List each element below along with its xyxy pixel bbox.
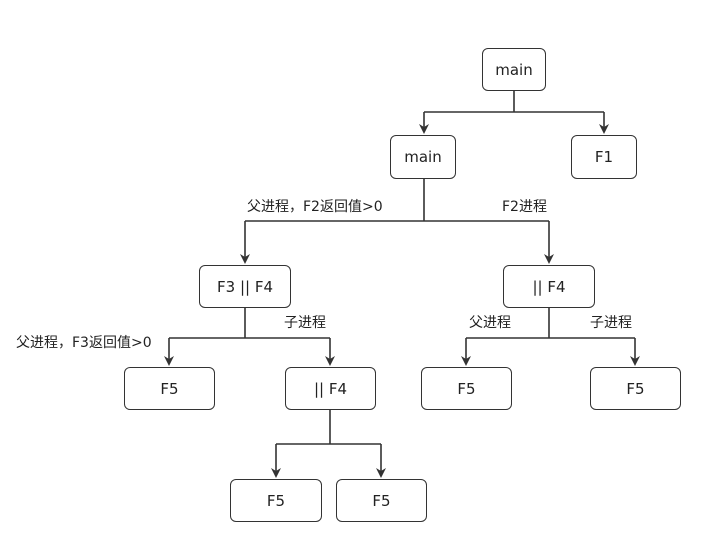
label-parent-f2: 父进程，F2返回值>0: [247, 199, 383, 215]
node-or-f4-right: || F4: [503, 265, 595, 308]
label-child-right: 子进程: [590, 315, 632, 331]
node-f1: F1: [571, 135, 637, 179]
label-child-f3f4: 子进程: [284, 315, 326, 331]
label-parent-right: 父进程: [469, 315, 511, 331]
edge-f4-mid-split: [276, 410, 381, 445]
node-or-f4-mid: || F4: [285, 367, 376, 410]
edge-main-split: [245, 179, 549, 222]
label-f2-process: F2进程: [502, 199, 547, 215]
node-f5-bottom-1: F5: [230, 479, 322, 522]
node-f5-bottom-2: F5: [336, 479, 427, 522]
label-parent-f3: 父进程，F3返回值>0: [16, 335, 152, 351]
node-root-main: main: [482, 48, 546, 91]
node-main: main: [390, 135, 456, 179]
edge-f4-right-split: [466, 308, 635, 339]
node-f5-right-2: F5: [590, 367, 681, 410]
node-f5-right-1: F5: [421, 367, 512, 410]
edge-f3f4-split: [169, 308, 330, 339]
node-f5-left: F5: [124, 367, 215, 410]
edge-root-split: [424, 91, 604, 113]
node-f3-or-f4: F3 || F4: [199, 265, 291, 308]
